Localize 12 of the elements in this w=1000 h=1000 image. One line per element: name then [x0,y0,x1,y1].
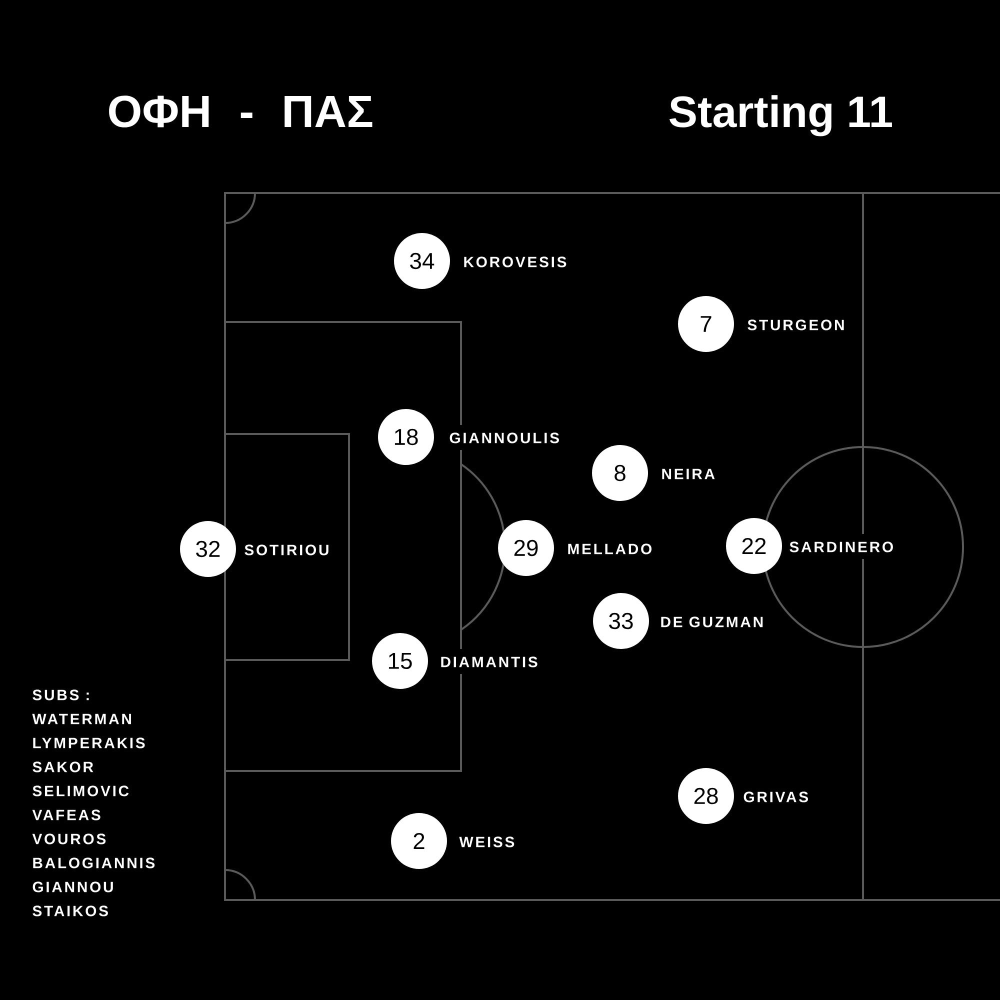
player-name: WATERMAN [32,714,131,724]
player-name: LYMPERAKIS [33,738,145,748]
heading: Starting 11 [669,95,892,136]
list-heading: SUBS : [32,690,89,700]
player-name: STAIKOS [32,906,108,916]
player-name: VAFEAS [32,810,100,820]
player-name: SELIMOVIC [32,786,129,796]
title: ΟΦΗ - ΠΑΣ [109,96,372,128]
player-name: GIANNOU [32,882,113,892]
player-name: SAKOR [32,762,94,772]
player-name: BALOGIANNIS [33,858,155,868]
player-name: VOUROS [32,834,106,844]
